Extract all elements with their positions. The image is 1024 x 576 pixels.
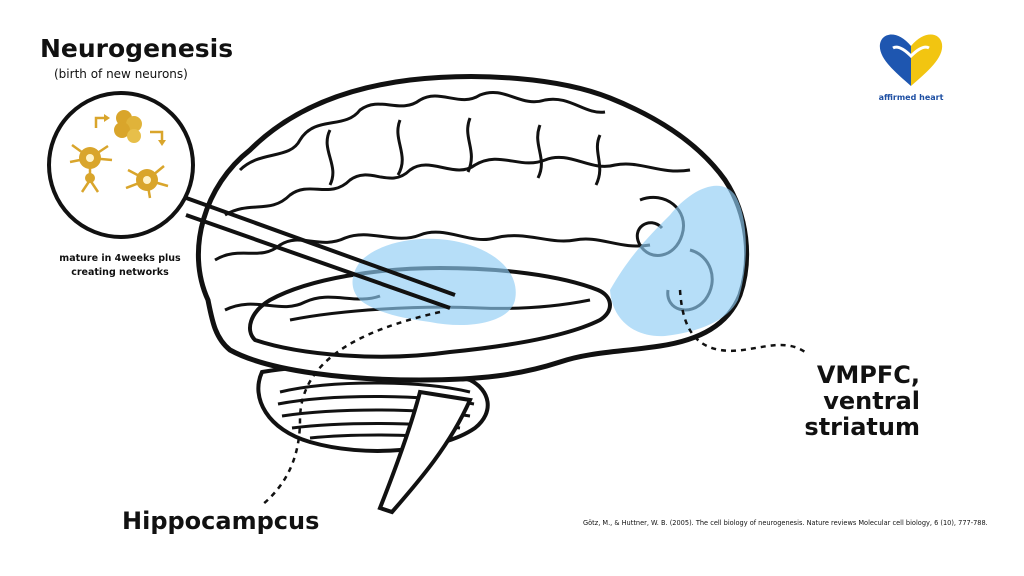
neurogenesis-inset xyxy=(47,91,195,239)
citation: Götz, M., & Huttner, W. B. (2005). The c… xyxy=(583,519,988,527)
inset-caption-line-1: mature in 4weeks plus xyxy=(59,253,181,264)
cerebrum xyxy=(195,74,750,383)
page-title: Neurogenesis xyxy=(40,34,234,63)
brain-stem xyxy=(377,389,473,515)
vmpfc-leader-line xyxy=(678,289,806,354)
highlight-vmpfc-ventral-striatum xyxy=(610,185,746,337)
hippocampus-leader-line xyxy=(261,310,441,506)
hippocampus-label: Hippocampcus xyxy=(122,507,320,535)
arrow-icon xyxy=(150,130,164,142)
inset-caption: mature in 4weeks plus creating networks xyxy=(45,252,195,280)
highlight-hippocampus xyxy=(352,238,516,326)
page-subtitle: (birth of new neurons) xyxy=(54,67,188,81)
inset-caption-line-2: creating networks xyxy=(71,267,169,278)
inset-pointer xyxy=(177,193,456,310)
vmpfc-label-line-2: ventral striatum xyxy=(804,387,920,441)
heart-logo-icon xyxy=(879,34,943,86)
vmpfc-label: VMPFC, ventral striatum xyxy=(770,362,920,440)
vmpfc-label-line-1: VMPFC, xyxy=(816,361,920,389)
stem-cell-icon xyxy=(114,110,142,143)
brand-name: affirmed heart xyxy=(878,93,944,102)
